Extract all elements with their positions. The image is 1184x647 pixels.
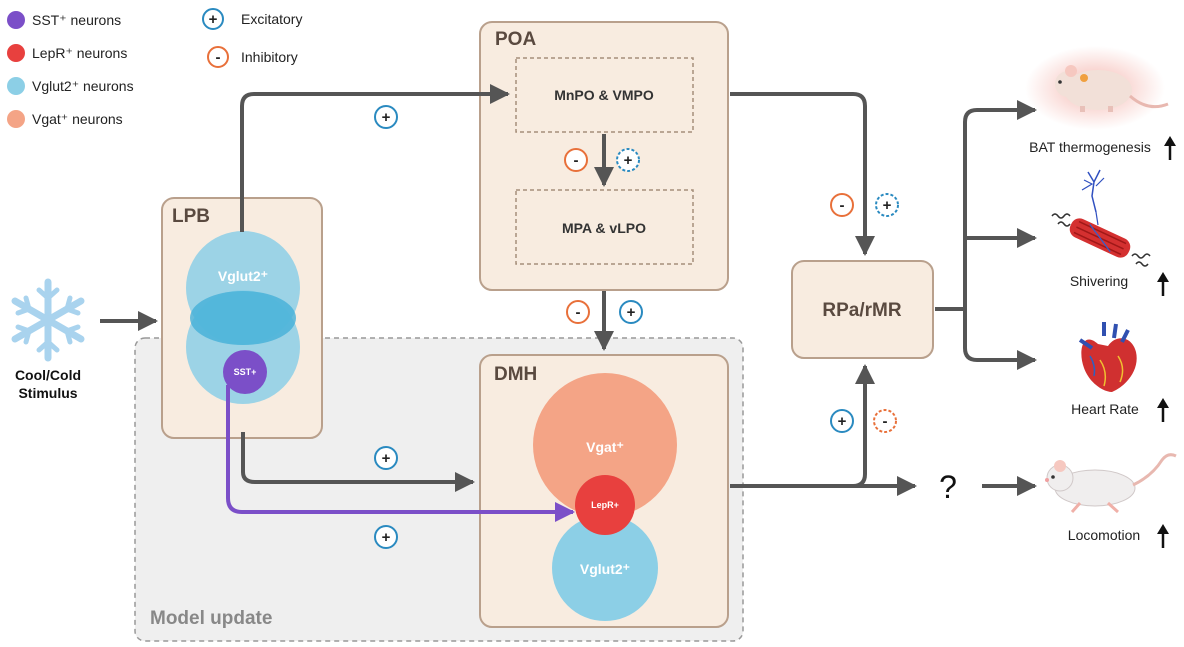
lpb-title: LPB — [172, 206, 210, 227]
lpb-vglut2-label: Vglut2⁺ — [218, 268, 268, 284]
inhibitory-marker-dmh-rpa — [873, 409, 897, 433]
legend-sst-label: SST⁺ neurons — [32, 12, 121, 28]
legend-lepr-label: LepR⁺ neurons — [32, 45, 127, 61]
legend-lepr-swatch — [7, 44, 25, 62]
legend-vgat-swatch — [7, 110, 25, 128]
inhibitory-marker-poa-rpa-text: - — [840, 197, 845, 214]
excitatory-marker-poa-dmh — [619, 300, 643, 324]
poa-mpa-vlpo-label: MPA & vLPO — [562, 220, 646, 236]
legend-vglut2-swatch — [7, 77, 25, 95]
trend-up-icon-locomotion — [1157, 524, 1169, 548]
inhibitory-marker-poa-dmh-text: - — [576, 304, 581, 321]
trend-arrows — [1157, 136, 1176, 548]
excitatory-marker-poa-dmh-text: + — [627, 304, 636, 321]
poa-mnpo-vmpo-label: MnPO & VMPO — [554, 87, 654, 103]
dmh-vglut2-neurons — [552, 515, 658, 621]
excitatory-marker-lpb-dmh — [374, 446, 398, 470]
dmh-vgat-neurons — [533, 373, 677, 517]
arrow-to-bat — [963, 100, 1037, 309]
legend-excitatory-symbol: + — [209, 11, 218, 28]
legend-vgat-label: Vgat⁺ neurons — [32, 111, 123, 127]
dmh-lepr-neuron — [575, 475, 635, 535]
inhibitory-marker-poa-internal — [564, 148, 588, 172]
arrow-to-heart — [963, 309, 1037, 370]
rpa-box — [791, 260, 934, 359]
mouse-locomotion-icon — [1045, 453, 1177, 514]
arrow-dmh-to-rpa — [852, 364, 875, 488]
legend-inhibitory-icon — [207, 46, 229, 68]
dmh-vgat-label: Vgat⁺ — [586, 439, 624, 455]
lpb-sst-label: SST+ — [234, 367, 257, 377]
mouse-bat-icon — [1025, 46, 1169, 130]
excitatory-marker-lpb-poa-text: + — [382, 109, 391, 126]
excitatory-marker-poa-internal — [616, 148, 640, 172]
legend-inhibitory-label: Inhibitory — [241, 49, 298, 65]
trend-up-icon-heart — [1157, 398, 1169, 422]
model-update-label: Model update — [150, 608, 272, 629]
snowflake-icon — [11, 278, 85, 362]
inhibitory-marker-dmh-rpa-text: - — [883, 413, 888, 430]
excitatory-marker-lpb-dmh-text: + — [382, 450, 391, 467]
arrows — [100, 84, 1037, 496]
legend-inhibitory-symbol: - — [216, 49, 221, 66]
trend-up-icon-bat — [1164, 136, 1176, 160]
dmh-vglut2-label: Vglut2⁺ — [580, 561, 630, 577]
inhibitory-marker-poa-dmh — [566, 300, 590, 324]
output-bat-label: BAT thermogenesis — [1029, 139, 1151, 155]
lpb-sst-neuron — [223, 350, 267, 394]
poa-mnpo-vmpo-box — [515, 57, 694, 133]
inhibitory-marker-poa-internal-text: - — [574, 152, 579, 169]
excitatory-marker-lpb-poa — [374, 105, 398, 129]
sign-markers: + - + - + - + + + + - — [374, 105, 899, 549]
legend-excitatory-label: Excitatory — [241, 11, 302, 27]
unknown-pathway-label: ? — [939, 469, 957, 505]
poa-mpa-vlpo-box — [515, 189, 694, 265]
inhibitory-marker-poa-rpa — [830, 193, 854, 217]
excitatory-marker-dmh-rpa-text: + — [838, 413, 847, 430]
arrow-lpb-to-dmh — [241, 432, 475, 492]
stimulus-label-line2: Stimulus — [18, 385, 77, 401]
arrow-lpb-to-poa — [240, 84, 510, 232]
excitatory-marker-sst-lepr — [374, 525, 398, 549]
output-shivering-label: Shivering — [1070, 273, 1128, 289]
legend-excitatory-icon — [202, 8, 224, 30]
output-heart-label: Heart Rate — [1071, 401, 1139, 417]
excitatory-marker-poa-internal-text: + — [624, 152, 633, 169]
legend-sst-swatch — [7, 11, 25, 29]
arrow-sst-to-lepr — [226, 385, 575, 522]
lpb-overlap-core — [190, 291, 296, 345]
rpa-title: RPa/rMR — [822, 300, 901, 321]
excitatory-marker-poa-rpa-text: + — [883, 197, 892, 214]
trend-up-icon-shivering — [1157, 272, 1169, 296]
excitatory-marker-poa-rpa — [875, 193, 899, 217]
output-locomotion-label: Locomotion — [1068, 527, 1140, 543]
legend-vglut2-label: Vglut2⁺ neurons — [32, 78, 134, 94]
legend: SST⁺ neurons LepR⁺ neurons Vglut2⁺ neuro… — [7, 8, 302, 128]
dmh-title: DMH — [494, 364, 537, 385]
stimulus-label-line1: Cool/Cold — [15, 367, 81, 383]
excitatory-marker-sst-lepr-text: + — [382, 529, 391, 546]
poa-title: POA — [495, 29, 536, 50]
arrow-poa-to-rpa — [730, 92, 875, 256]
heart-icon — [1078, 322, 1137, 392]
muscle-shivering-icon — [1051, 169, 1151, 267]
dmh-lepr-label: LepR+ — [591, 500, 619, 510]
excitatory-marker-dmh-rpa — [830, 409, 854, 433]
